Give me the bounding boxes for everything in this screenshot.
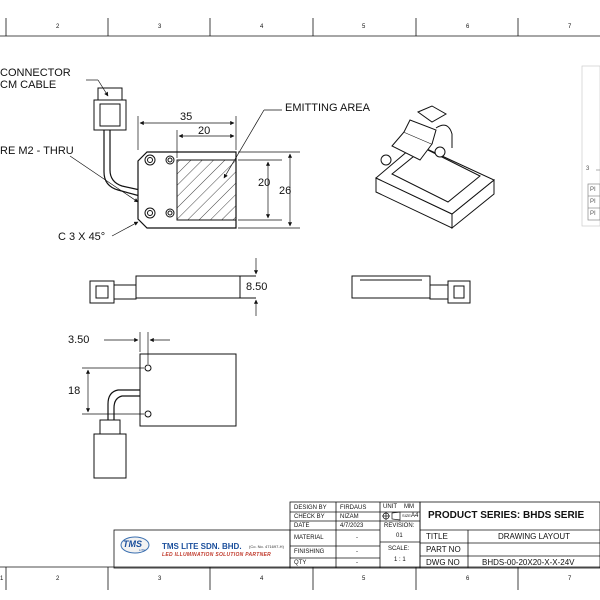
dwg-no-label: DWG NO: [426, 558, 460, 567]
logo-mark-icon: [120, 536, 150, 554]
company-name: TMS LITE SDN. BHD.: [162, 542, 242, 551]
col-bottom-5: 5: [362, 576, 366, 582]
side-table-marker: 3: [586, 166, 590, 172]
thru-hole-callout: RE M2 - THRU: [0, 145, 74, 157]
part-no-label: PART NO: [426, 545, 461, 554]
dwg-no-value: BHDS-00-20X20-X-X-24V: [482, 558, 575, 567]
material-value: -: [356, 535, 358, 541]
chamfer-callout: C 3 X 45°: [58, 231, 106, 243]
qty-value: -: [356, 560, 358, 566]
size-value: A4: [411, 513, 419, 519]
side-view-left: [89, 275, 256, 304]
col-bottom-4: 4: [260, 576, 264, 582]
col-bottom-3: 3: [158, 576, 162, 582]
dim-thickness: 8.50: [246, 281, 268, 293]
title-value: DRAWING LAYOUT: [498, 532, 571, 541]
front-view: [93, 87, 237, 229]
check-by-value: NIZAM: [340, 514, 359, 520]
date-value: 4/7/2023: [340, 523, 364, 529]
col-top-7: 7: [568, 24, 572, 30]
product-series: PRODUCT SERIES: BHDS SERIE: [428, 510, 585, 521]
side-table-row: PI: [590, 211, 596, 217]
title-label: TITLE: [426, 532, 448, 541]
company-reg: (Co. No. 471697-H): [249, 544, 284, 549]
col-bottom-2: 2: [56, 576, 60, 582]
dim-body-height: 26: [279, 185, 292, 197]
col-top-3: 3: [158, 24, 162, 30]
col-bottom-6: 6: [466, 576, 470, 582]
dim-emit-height: 20: [258, 177, 271, 189]
revision-label: REVISION:: [384, 523, 415, 529]
side-table: [581, 65, 600, 227]
col-top-4: 4: [260, 24, 264, 30]
check-by-label: CHECK BY: [294, 514, 325, 520]
finishing-value: -: [356, 549, 358, 555]
company-logo: TMS LITE: [120, 536, 150, 554]
iso-view: [375, 105, 495, 230]
dim-cable-offset: 3.50: [68, 334, 90, 346]
emitting-area-callout: EMITTING AREA: [285, 102, 370, 114]
scale-value: 1 : 1: [394, 557, 406, 563]
connector-callout: CONNECTOR: [0, 67, 71, 79]
col-top-6: 6: [466, 24, 470, 30]
design-by-label: DESIGN BY: [294, 505, 327, 511]
front-dimensions: [69, 79, 300, 237]
logo-text: TMS: [123, 539, 142, 549]
dim-overall-width: 35: [180, 111, 193, 123]
material-label: MATERIAL: [294, 535, 324, 541]
dim-emit-width: 20: [198, 125, 211, 137]
back-view: [93, 353, 237, 479]
logo-sub: LITE: [139, 548, 146, 552]
side-view-right: [351, 275, 471, 304]
projection-symbol: [382, 511, 401, 521]
company-tagline: LED ILLUMINATION SOLUTION PARTNER: [162, 552, 272, 558]
scale-label: SCALE:: [388, 546, 410, 552]
side-table-row: PI: [590, 187, 596, 193]
cable-callout: CM CABLE: [0, 79, 57, 91]
finishing-label: FINISHING: [294, 549, 325, 555]
unit-label: UNIT: [383, 504, 397, 510]
back-dimensions: [82, 332, 170, 415]
side-table-row: PI: [590, 199, 596, 205]
col-bottom-1: 1: [0, 576, 4, 582]
revision-value: 01: [396, 533, 403, 539]
dim-cable-height: 18: [68, 385, 81, 397]
col-top-5: 5: [362, 24, 366, 30]
qty-label: QTY: [294, 560, 307, 566]
date-label: DATE: [294, 523, 310, 529]
col-top-2: 2: [56, 24, 60, 30]
drawing-frame: [0, 18, 600, 590]
design-by-value: FIRDAUS: [340, 505, 367, 511]
col-bottom-7: 7: [568, 576, 572, 582]
size-label: SIZE: [402, 513, 411, 518]
unit-value: MM: [404, 504, 414, 510]
